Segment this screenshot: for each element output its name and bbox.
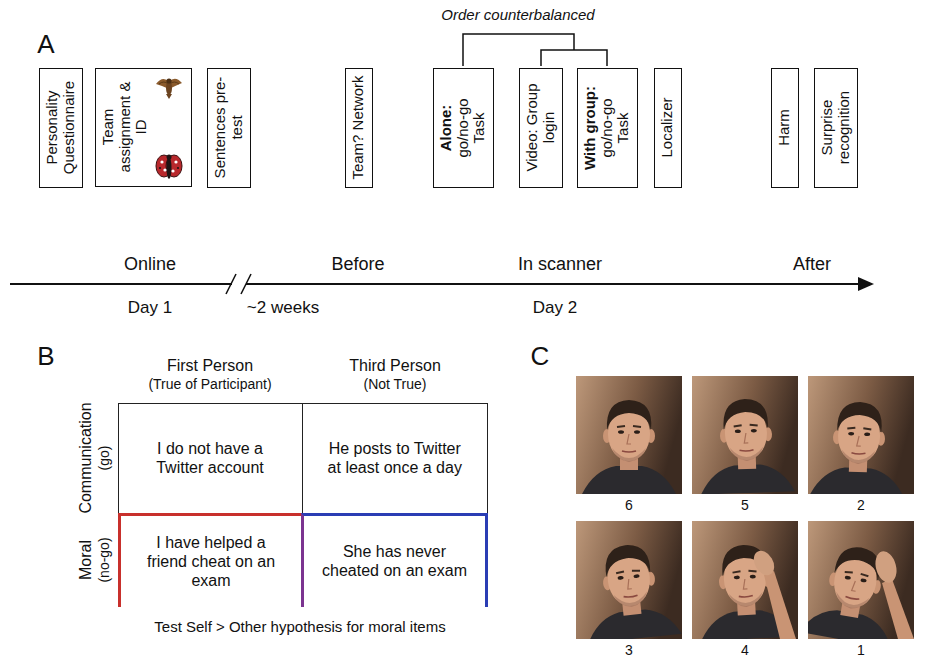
- photo-number: 6: [625, 498, 633, 513]
- table-cell: He posts to Twitter at least once a day: [303, 403, 488, 514]
- row-header: Moral: [77, 540, 95, 580]
- text-block: Video: Group login: [524, 73, 557, 182]
- self-cell: I have helped a friend cheat on an exam: [118, 513, 301, 607]
- face-photo: [576, 521, 682, 644]
- break-mark: [226, 274, 236, 294]
- column-header: (True of Participant): [148, 377, 271, 392]
- text-block: Sentences pre-test: [212, 73, 245, 182]
- column-header: (Not True): [363, 377, 426, 392]
- box-heading: Alone:: [438, 73, 455, 182]
- break-mark: [241, 274, 251, 294]
- caption-note: Test Self > Other hypothesis for moral i…: [154, 619, 445, 636]
- panel-letter: B: [37, 342, 54, 371]
- annotation: Order counterbalanced: [441, 7, 594, 24]
- box-text: Localizer: [659, 73, 676, 182]
- bird-icon: [156, 78, 182, 99]
- other-cell: She has never cheated on an exam: [301, 513, 488, 607]
- photo-number: 1: [857, 643, 865, 658]
- box-text: Sentences pre-test: [212, 73, 245, 182]
- box-text: Personality Questionnaire: [44, 73, 77, 182]
- panel-letter: C: [531, 342, 550, 371]
- day-label: ~2 weeks: [247, 299, 319, 318]
- photo-number: 2: [857, 498, 865, 513]
- text-block: Personality Questionnaire: [44, 73, 77, 182]
- row-header: (go): [97, 446, 112, 471]
- column-header: Third Person: [349, 357, 441, 375]
- phase-label: Before: [331, 255, 384, 275]
- text-block: I have helped a friend cheat on an exam: [137, 533, 285, 591]
- text-block: Alone:go/no-go Task: [438, 73, 488, 182]
- text-block: Harm: [776, 73, 793, 182]
- bracket: [541, 50, 607, 66]
- step-box: Video: Group login: [519, 68, 563, 188]
- day-label: Day 2: [533, 299, 577, 318]
- task-box: With group:go/no-go Task: [577, 68, 638, 188]
- row-header: (no-go): [97, 537, 112, 582]
- photo-number: 4: [741, 643, 749, 658]
- box-text: Team? Network: [350, 73, 367, 182]
- panel-letter: A: [37, 30, 54, 59]
- face-photo: [692, 376, 798, 495]
- arrowhead: [858, 277, 874, 291]
- text-block: With group:go/no-go Task: [582, 73, 632, 182]
- table-cell: I do not have a Twitter account: [118, 403, 303, 514]
- text-block: Surprise recognition: [819, 73, 852, 182]
- column-header: First Person: [167, 357, 253, 375]
- step-box: Team? Network: [345, 68, 373, 188]
- row-header: Communication: [77, 402, 95, 513]
- text-block: Team? Network: [350, 73, 367, 182]
- task-box: Alone:go/no-go Task: [433, 68, 494, 188]
- step-box: Sentences pre-test: [207, 68, 251, 188]
- text-block: Team assignment & ID: [100, 77, 150, 177]
- box-heading: With group:: [582, 73, 599, 182]
- timeline: [10, 283, 860, 285]
- step-box: Team assignment & ID: [95, 68, 192, 187]
- text-block: I do not have a Twitter account: [136, 439, 284, 477]
- box-text: He posts to Twitter at least once a day: [321, 439, 469, 477]
- step-box: Localizer: [654, 68, 682, 188]
- step-box: Personality Questionnaire: [39, 68, 83, 188]
- text-block: Localizer: [659, 73, 676, 182]
- box-text: I have helped a friend cheat on an exam: [137, 533, 285, 591]
- box-text: Harm: [776, 73, 793, 182]
- face-photo: [692, 521, 798, 641]
- face-photo: [808, 376, 914, 498]
- text-block: She has never cheated on an exam: [321, 542, 469, 580]
- phase-label: Online: [124, 255, 176, 275]
- phase-label: After: [793, 255, 831, 275]
- face-photo: [576, 376, 682, 494]
- box-text: Team assignment & ID: [100, 77, 150, 177]
- phase-label: In scanner: [518, 255, 602, 275]
- step-box: Surprise recognition: [814, 68, 858, 188]
- box-text: I do not have a Twitter account: [136, 439, 284, 477]
- text-block: He posts to Twitter at least once a day: [321, 439, 469, 477]
- box-text: Video: Group login: [524, 73, 557, 182]
- box-text: go/no-go Task: [598, 92, 631, 164]
- box-text: Surprise recognition: [819, 73, 852, 182]
- box-text: She has never cheated on an exam: [321, 542, 469, 580]
- box-text: go/no-go Task: [454, 92, 487, 164]
- photo-number: 3: [625, 643, 633, 658]
- day-label: Day 1: [128, 299, 172, 318]
- photo-number: 5: [741, 498, 749, 513]
- bug-icon: [156, 155, 182, 180]
- face-photo: [799, 521, 914, 648]
- step-box: Harm: [771, 68, 799, 188]
